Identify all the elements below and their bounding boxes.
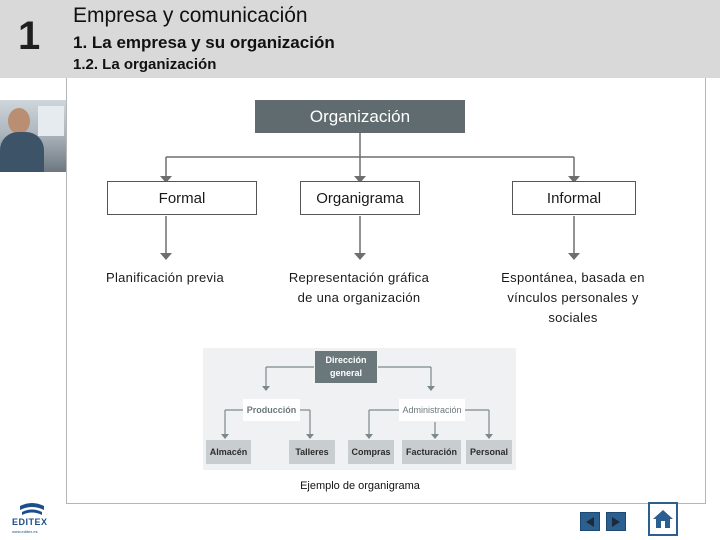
section-title: 1.2. La organización	[73, 56, 217, 73]
example-organigram: Dirección general Producción Administrac…	[203, 348, 516, 470]
editex-logo	[20, 503, 44, 515]
branch-box-organigrama: Organigrama	[300, 181, 420, 215]
header-photo	[0, 100, 66, 172]
branch-description-organigrama: Representación gráfica de una organizaci…	[288, 270, 430, 305]
header-bar: 1 Empresa y comunicación 1. La empresa y…	[0, 0, 720, 78]
home-icon	[653, 510, 673, 528]
home-button[interactable]	[648, 502, 678, 536]
example-box-facturacion: Facturación	[402, 440, 461, 464]
page-title: Empresa y comunicación	[73, 4, 308, 27]
next-arrow-icon	[612, 516, 620, 527]
example-box-administracion: Administración	[399, 399, 465, 421]
prev-button[interactable]	[580, 512, 600, 531]
unit-number: 1	[18, 14, 41, 58]
page-subtitle: 1. La empresa y su organización	[73, 33, 335, 52]
branch-box-informal: Informal	[512, 181, 636, 215]
example-box-produccion: Producción	[243, 399, 300, 421]
example-box-almacen: Almacén	[206, 440, 251, 464]
logo-text: EDITEX	[12, 517, 48, 527]
example-box-personal: Personal	[466, 440, 512, 464]
content-frame	[66, 78, 706, 504]
logo-url: www.editex.es	[12, 529, 38, 534]
example-box-direccion-general: Dirección general	[315, 351, 377, 383]
prev-arrow-icon	[586, 516, 594, 527]
example-connectors	[221, 366, 493, 439]
next-button[interactable]	[606, 512, 626, 531]
root-box-organizacion: Organización	[255, 100, 465, 133]
example-box-talleres: Talleres	[289, 440, 335, 464]
example-box-compras: Compras	[348, 440, 394, 464]
example-caption: Ejemplo de organigrama	[300, 480, 420, 492]
branch-description-formal: Planificación previa	[105, 270, 224, 285]
branch-description-informal: Espontánea, basada en vínculos personale…	[501, 270, 645, 325]
branch-box-formal: Formal	[107, 181, 257, 215]
